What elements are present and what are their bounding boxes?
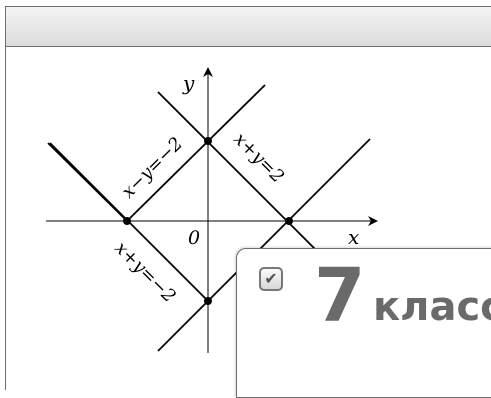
grade-card: ✔ 7 класс xyxy=(236,248,491,398)
checkbox-icon: ✔ xyxy=(259,267,283,291)
content-frame xyxy=(5,46,491,390)
point-minus-2-0 xyxy=(123,217,131,225)
point-0-minus-2 xyxy=(204,297,212,305)
x-axis-label: x xyxy=(348,225,359,249)
label-x-plus-y-eq-2: x+y=2 xyxy=(229,129,288,188)
label-x-minus-y-eq-minus-2: x−y=−2 xyxy=(118,133,187,202)
y-axis-label: y xyxy=(182,71,195,95)
grade-word: класс xyxy=(373,284,491,330)
title-bar xyxy=(5,6,491,47)
page: y x 0 x−y=−2 x+y=2 x+y=−2 ✔ 7 класс xyxy=(5,6,491,398)
point-2-0 xyxy=(285,217,293,225)
coordinate-diagram: y x 0 x−y=−2 x+y=2 x+y=−2 xyxy=(46,67,378,353)
label-x-plus-y-eq-minus-2: x+y=−2 xyxy=(110,238,179,307)
origin-label: 0 xyxy=(188,227,200,249)
line-x-minus-y-eq-minus-2 xyxy=(126,84,266,222)
grade-number: 7 xyxy=(314,253,365,339)
point-0-2 xyxy=(204,137,212,145)
line-x-minus-y-eq-2 xyxy=(157,138,371,352)
